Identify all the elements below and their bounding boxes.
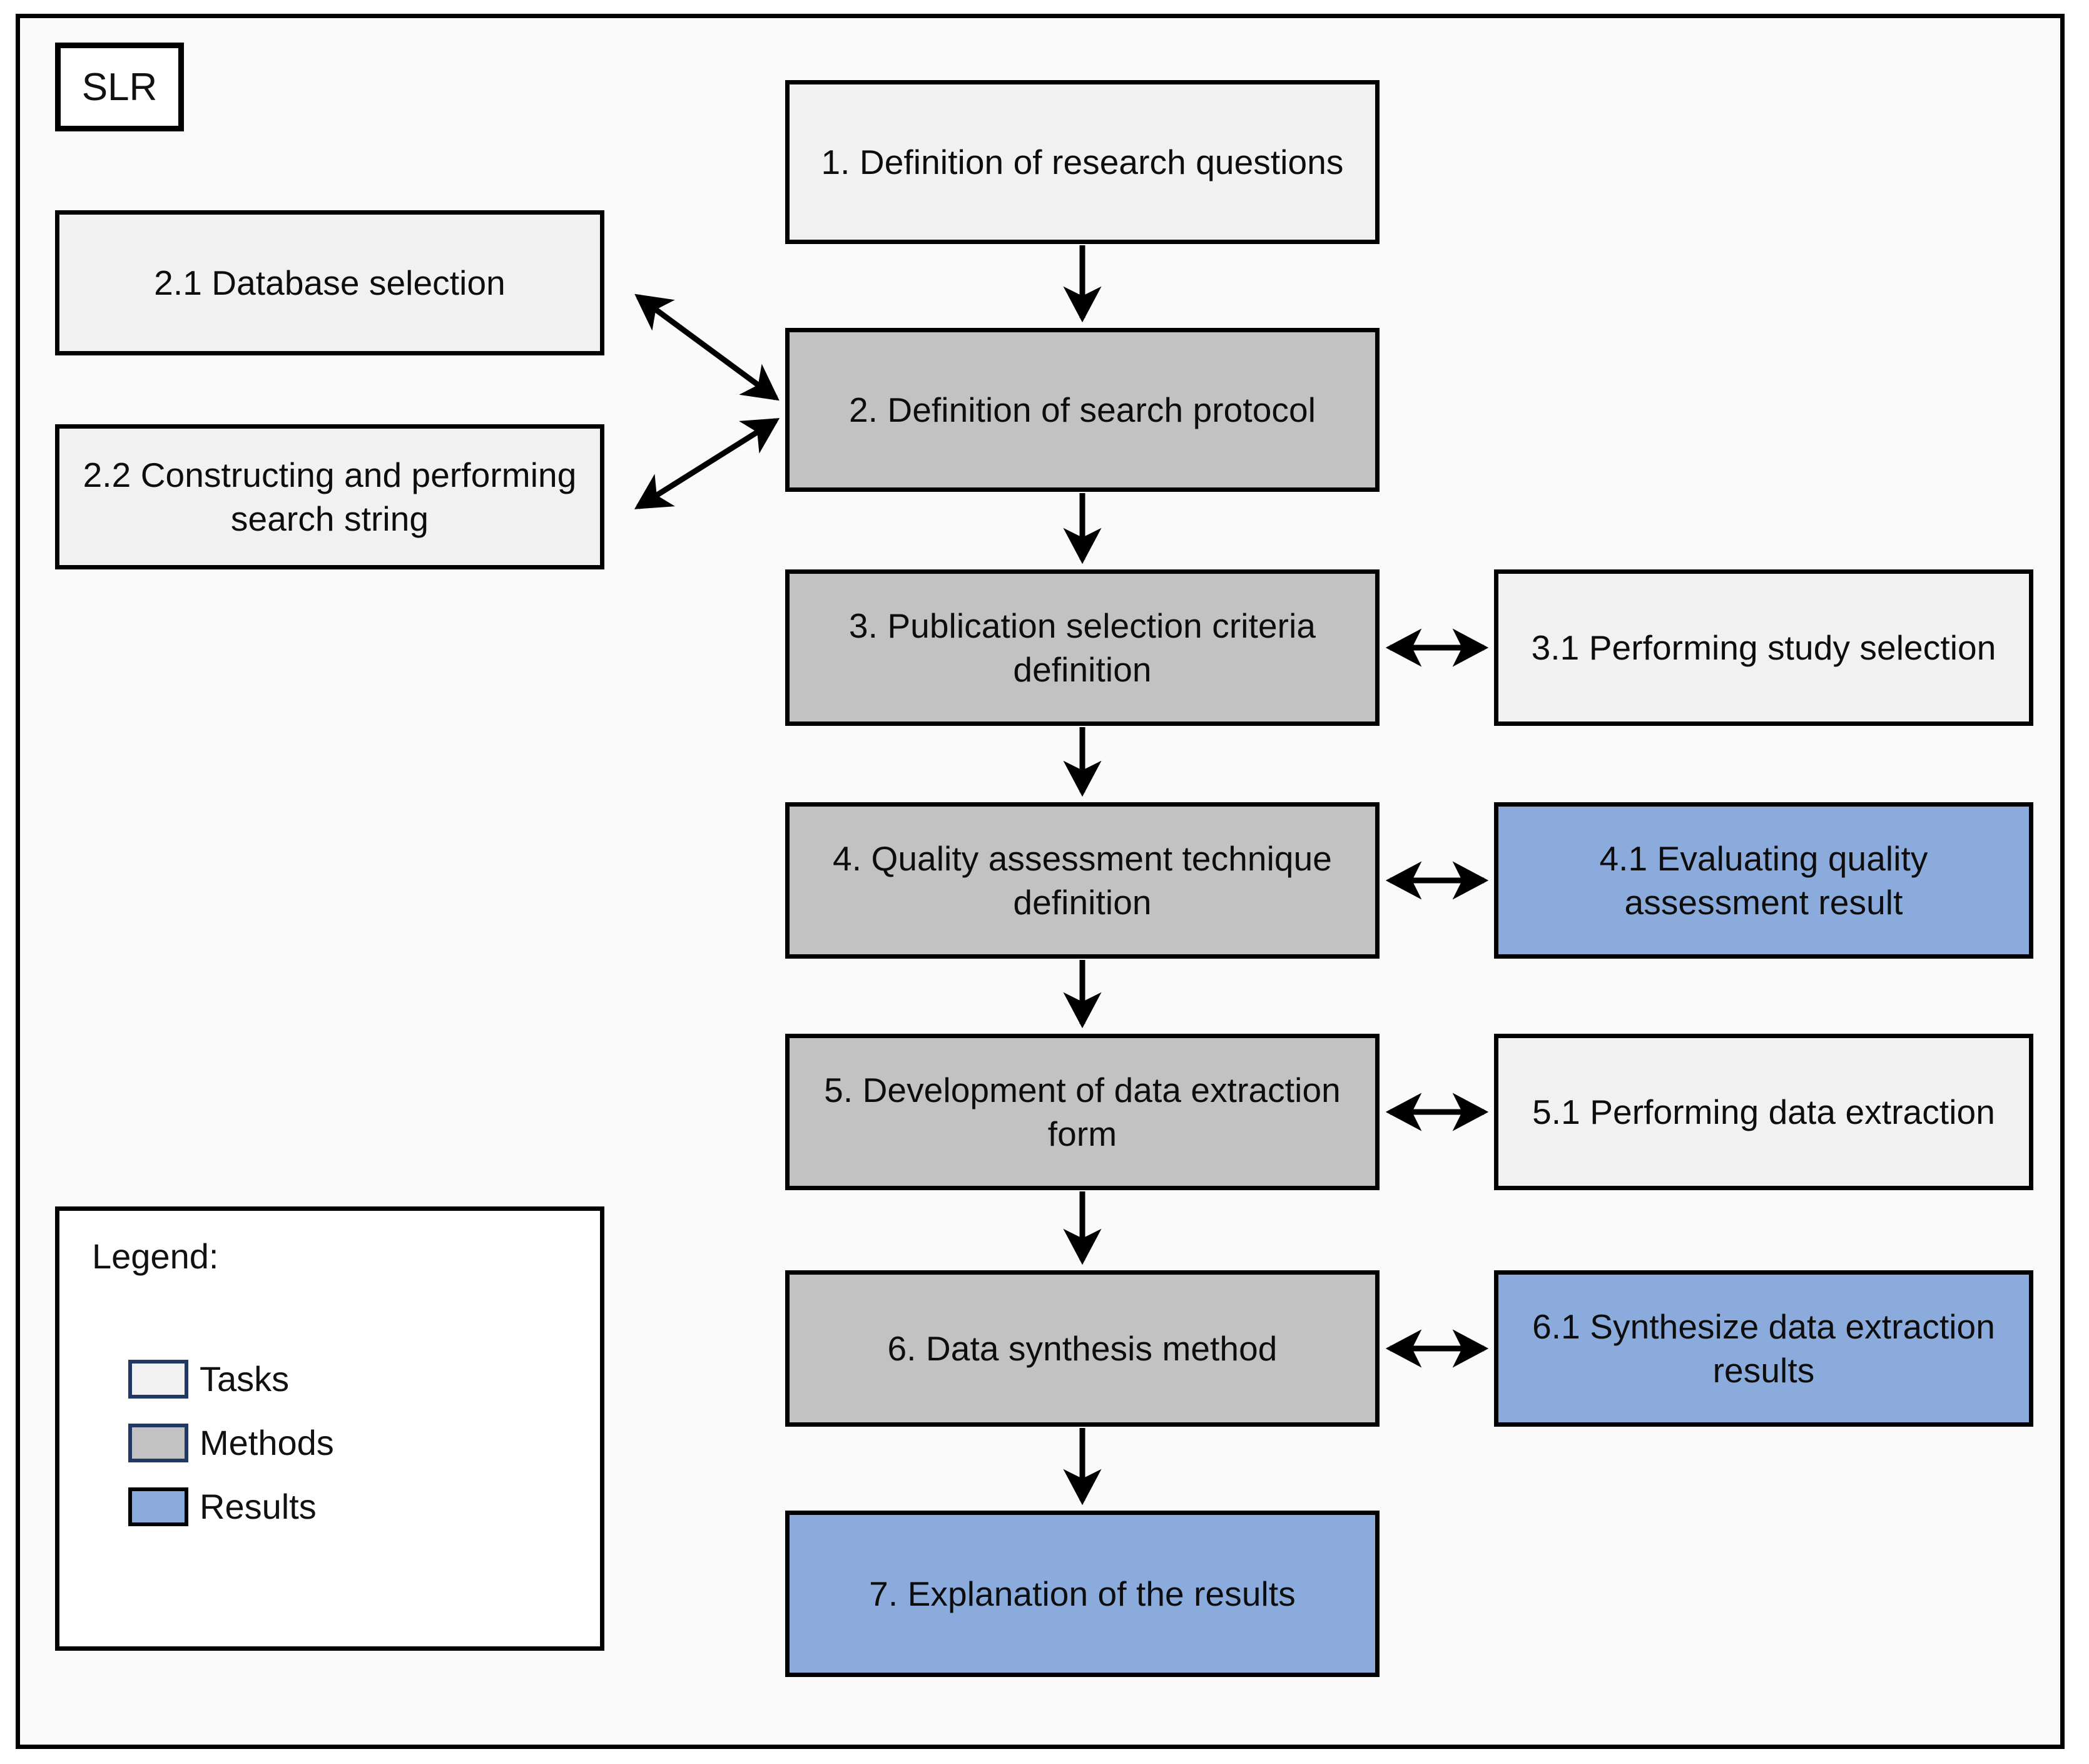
legend-heading: Legend:: [92, 1236, 219, 1276]
node-1-definition-of-research-questions[interactable]: 1. Definition of research questions: [785, 80, 1380, 244]
node-3-1-performing-study-selection[interactable]: 3.1 Performing study selection: [1494, 569, 2033, 726]
node-5-1-label: 5.1 Performing data extraction: [1532, 1092, 1995, 1131]
node-2-definition-of-search-protocol[interactable]: 2. Definition of search protocol: [785, 328, 1380, 492]
node-2-1-database-selection[interactable]: 2.1 Database selection: [55, 210, 604, 355]
node-5-development-of-data-extraction-form[interactable]: 5. Development of data extraction form: [785, 1034, 1380, 1190]
node-4-label: 4. Quality assessment technique definiti…: [833, 839, 1332, 922]
node-2-1-label: 2.1 Database selection: [154, 263, 506, 302]
node-4-1-label: 4.1 Evaluating quality assessment result: [1599, 839, 1928, 922]
node-6-1-label: 6.1 Synthesize data extraction results: [1532, 1307, 1995, 1390]
slr-title-box: SLR: [55, 43, 184, 131]
node-6-data-synthesis-method[interactable]: 6. Data synthesis method: [785, 1270, 1380, 1427]
legend-box: Legend: Tasks Methods Results: [55, 1206, 604, 1651]
node-4-quality-assessment-technique-definition[interactable]: 4. Quality assessment technique definiti…: [785, 802, 1380, 959]
node-2-2-label: 2.2 Constructing and performing search s…: [83, 455, 577, 538]
legend-label-tasks: Tasks: [200, 1359, 290, 1399]
node-5-1-performing-data-extraction[interactable]: 5.1 Performing data extraction: [1494, 1034, 2033, 1190]
legend-swatch-tasks-icon: [128, 1360, 188, 1399]
legend-label-methods: Methods: [200, 1423, 334, 1462]
node-1-label: 1. Definition of research questions: [821, 142, 1344, 181]
node-2-2-constructing-search-string[interactable]: 2.2 Constructing and performing search s…: [55, 424, 604, 569]
node-2-label: 2. Definition of search protocol: [848, 390, 1316, 429]
node-6-label: 6. Data synthesis method: [887, 1328, 1278, 1368]
slr-title-label: SLR: [81, 65, 158, 109]
node-6-1-synthesize-data-extraction-results[interactable]: 6.1 Synthesize data extraction results: [1494, 1270, 2033, 1427]
node-3-1-label: 3.1 Performing study selection: [1531, 628, 1996, 667]
legend-swatch-methods-icon: [128, 1424, 188, 1462]
node-7-explanation-of-the-results[interactable]: 7. Explanation of the results: [785, 1511, 1380, 1677]
legend-item-results: Results: [128, 1487, 317, 1526]
legend-swatch-results-icon: [128, 1487, 188, 1526]
legend-item-tasks: Tasks: [128, 1360, 289, 1399]
node-7-label: 7. Explanation of the results: [869, 1574, 1296, 1613]
legend-label-results: Results: [200, 1487, 317, 1526]
node-5-label: 5. Development of data extraction form: [824, 1070, 1341, 1153]
node-3-publication-selection-criteria-definition[interactable]: 3. Publication selection criteria defini…: [785, 569, 1380, 726]
node-4-1-evaluating-quality-assessment-result[interactable]: 4.1 Evaluating quality assessment result: [1494, 802, 2033, 959]
node-3-label: 3. Publication selection criteria defini…: [848, 606, 1316, 689]
legend-item-methods: Methods: [128, 1424, 334, 1462]
